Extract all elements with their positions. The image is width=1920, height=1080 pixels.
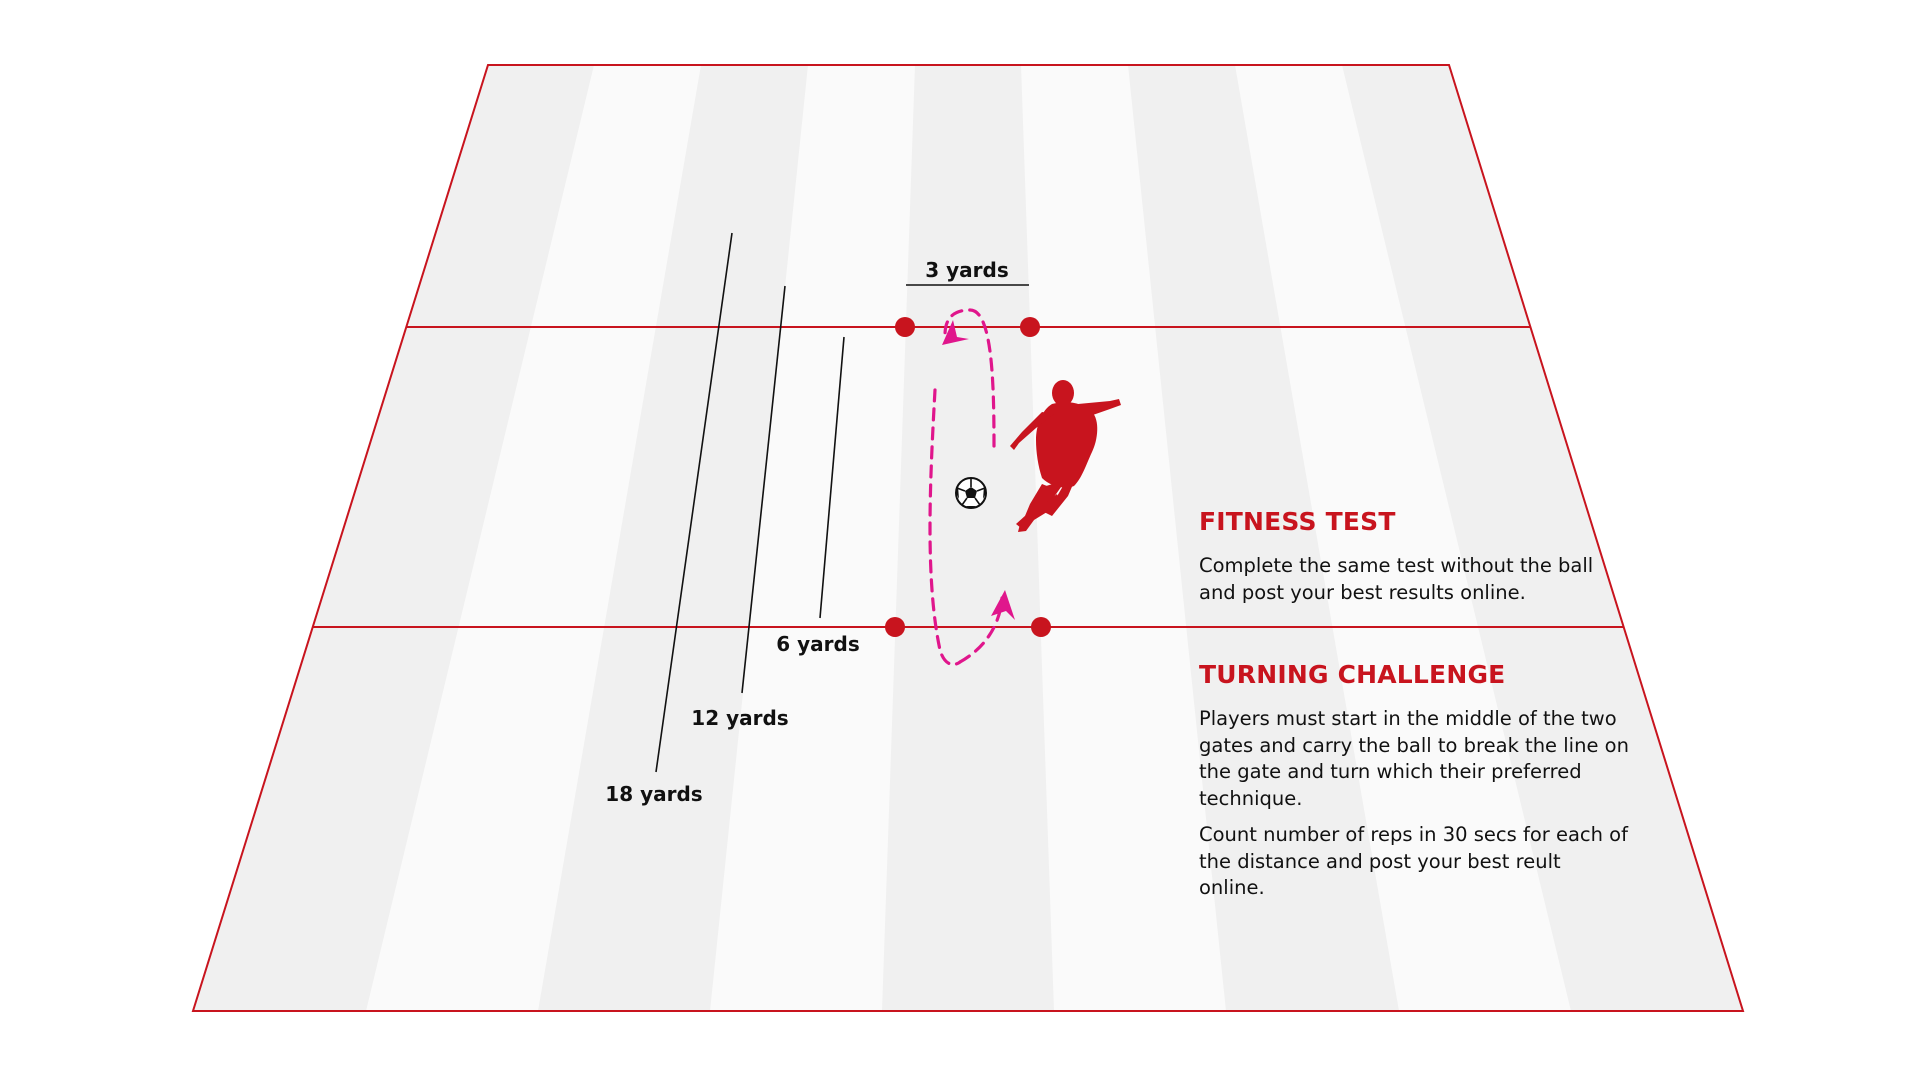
distance-line-6-yards xyxy=(819,336,845,619)
distance-line-18-yards xyxy=(655,232,733,773)
fitness-test-body: Complete the same test without the ball … xyxy=(1199,554,1594,604)
pitch-outline xyxy=(191,64,1745,1012)
fitness-test-title: FITNESS TEST xyxy=(1199,507,1396,536)
turning-challenge-title: TURNING CHALLENGE xyxy=(1199,660,1506,689)
run-path-loop xyxy=(943,308,996,448)
cone-bottom-left xyxy=(885,617,905,637)
cone-top-left xyxy=(895,317,915,337)
arrowhead-up-icon xyxy=(991,590,1015,620)
run-path-down xyxy=(928,388,962,667)
turning-challenge-body-2: Count number of reps in 30 secs for each… xyxy=(1199,823,1628,899)
fitness-test-panel: FITNESS TEST Complete the same test with… xyxy=(1199,507,1629,606)
twelve-yards-label: 12 yards xyxy=(691,706,788,730)
gate-width-label: 3 yards xyxy=(925,258,1009,282)
run-path-up xyxy=(958,596,1004,664)
cone-top-right xyxy=(1020,317,1040,337)
soccer-ball-icon xyxy=(955,477,987,509)
turning-challenge-panel: TURNING CHALLENGE Players must start in … xyxy=(1199,660,1629,902)
six-yards-label: 6 yards xyxy=(776,632,860,656)
turning-challenge-body-1: Players must start in the middle of the … xyxy=(1199,707,1629,810)
arrowhead-down-icon xyxy=(942,320,969,345)
eighteen-yards-label: 18 yards xyxy=(605,782,702,806)
run-path xyxy=(928,308,1004,667)
cone-bottom-right xyxy=(1031,617,1051,637)
distance-line-12-yards xyxy=(741,285,786,694)
player-silhouette-icon xyxy=(1010,380,1121,532)
